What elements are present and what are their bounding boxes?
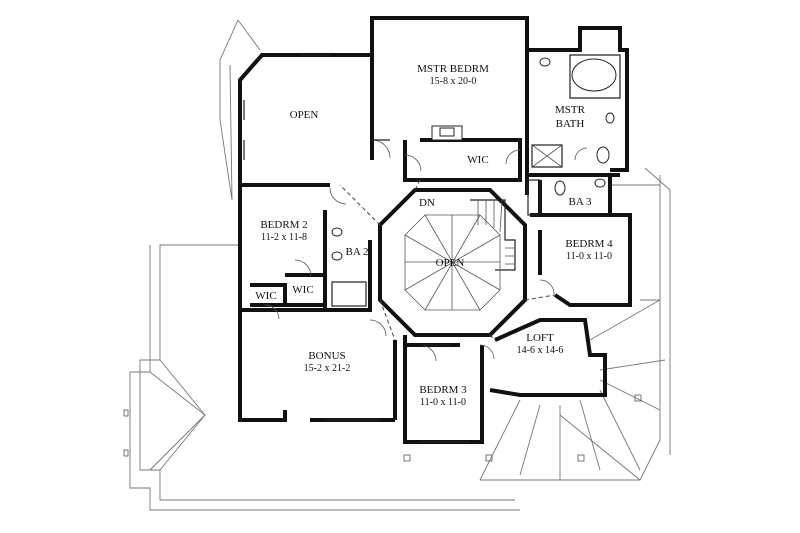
bedroom2-dims: 11-2 x 11-8 (261, 232, 307, 243)
master-bath-label-2: BATH (556, 118, 585, 130)
bedroom3-dims: 11-0 x 11-0 (420, 397, 466, 408)
ba3-label: BA 3 (569, 196, 592, 208)
open-center-label: OPEN (436, 257, 465, 269)
wic-master-label: WIC (467, 154, 488, 166)
interior-details (243, 54, 621, 443)
loft-label: LOFT (526, 332, 554, 344)
bathtub (571, 58, 617, 92)
bedroom3-label: BEDRM 3 (419, 384, 467, 396)
walls (238, 16, 632, 444)
bedroom4-dims: 11-0 x 11-0 (566, 251, 612, 262)
master-bedroom-dims: 15-8 x 20-0 (430, 76, 477, 87)
room-labels: OPEN MSTR BEDRM 15-8 x 20-0 MSTR BATH WI… (255, 63, 613, 408)
wic-mid-label: WIC (292, 284, 313, 296)
master-bedroom-label: MSTR BEDRM (417, 63, 489, 75)
loft-dims: 14-6 x 14-6 (517, 345, 564, 356)
ba2-label: BA 2 (346, 246, 369, 258)
stair-down-label: DN (419, 197, 435, 209)
roof-lines (123, 19, 671, 511)
bedroom4-label: BEDRM 4 (565, 238, 613, 250)
master-bath-label-1: MSTR (555, 104, 586, 116)
bonus-label: BONUS (308, 350, 345, 362)
bedroom2-label: BEDRM 2 (260, 219, 307, 231)
bonus-dims: 15-2 x 21-2 (304, 363, 351, 374)
wic-left-label: WIC (255, 290, 276, 302)
open-upper-label: OPEN (290, 109, 319, 121)
